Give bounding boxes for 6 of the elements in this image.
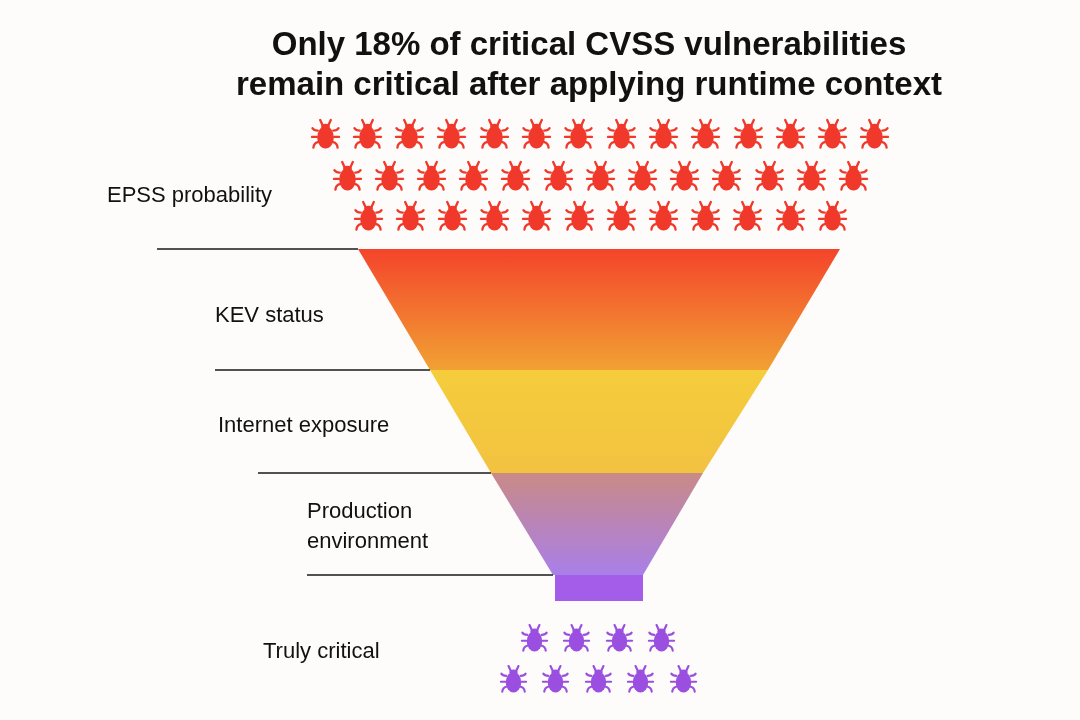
stage-label: KEV status xyxy=(215,301,324,329)
stage-label: Truly critical xyxy=(263,637,380,665)
stage-label: EPSS probability xyxy=(107,181,273,209)
chart-title: Only 18% of critical CVSS vulnerabilities remain critical after applying runtime context xyxy=(235,24,943,104)
stage-label: Production environment xyxy=(307,497,430,555)
stage-label: Internet exposure xyxy=(218,411,390,439)
